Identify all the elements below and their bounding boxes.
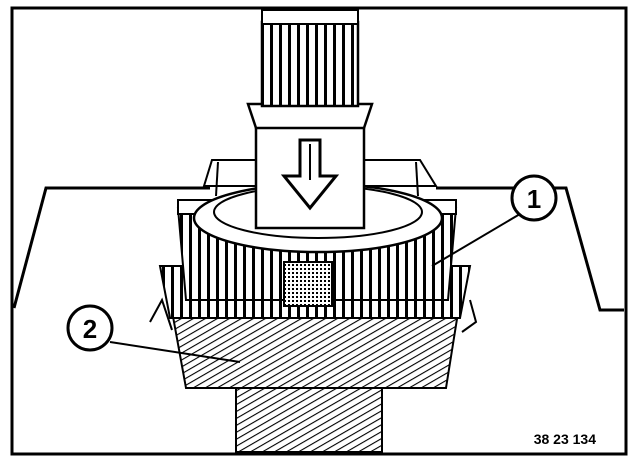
figure-reference-number: 38 23 134 xyxy=(534,431,596,447)
press-stand-outline-right xyxy=(436,186,624,312)
down-arrow-icon xyxy=(280,138,340,211)
shaft-base xyxy=(235,379,383,453)
callout-1: 1 xyxy=(431,174,558,267)
callout-2: 2 xyxy=(66,304,241,363)
callout-1-label: 1 xyxy=(527,184,541,214)
input-shaft xyxy=(246,9,374,230)
press-stand-outline xyxy=(12,186,210,309)
callout-2-label: 2 xyxy=(83,314,97,344)
